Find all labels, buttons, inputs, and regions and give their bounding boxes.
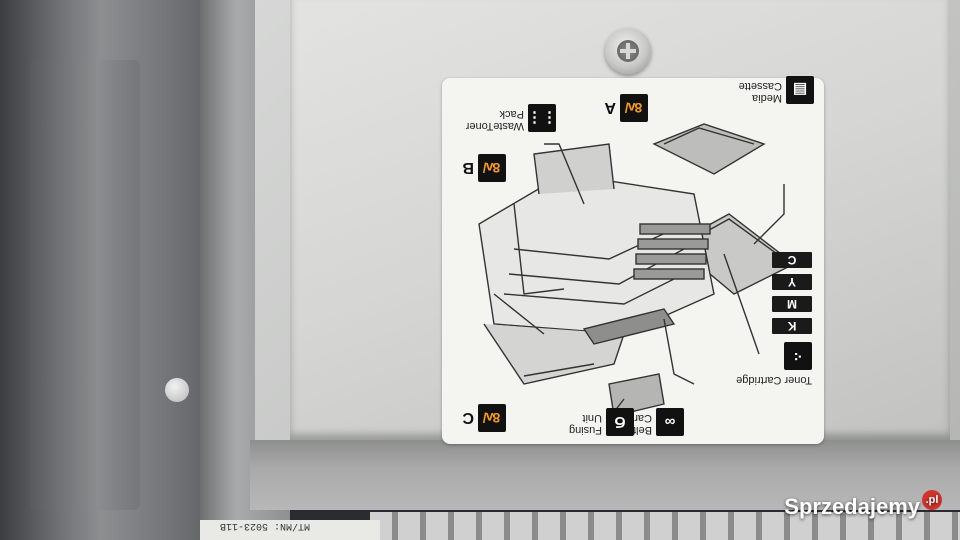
marker-a: A: [604, 99, 616, 116]
bottom-lip: [250, 440, 960, 510]
model-number-text: MT/MN: 5023-11B: [220, 520, 311, 531]
hot-surface-icon-a: 8ʌ/: [620, 94, 648, 122]
left-panel-recess: [30, 60, 140, 510]
watermark-dot: .pl: [922, 490, 942, 510]
service-label-content: ▤ Media Cassette 8ʌ/ A ⋮⋮ WasteToner Pac…: [442, 76, 824, 444]
vent-grille: [370, 512, 960, 540]
watermark-logo: Sprzedajemy.pl: [784, 490, 942, 520]
media-cassette-icon: ▤: [786, 76, 814, 104]
marker-b: B: [462, 159, 474, 176]
toner-cartridge-icon: ⁖: [784, 342, 812, 370]
toner-tag-k: K: [772, 318, 812, 334]
panel-knob: [165, 378, 189, 402]
waste-toner-icon: ⋮⋮: [527, 104, 557, 132]
printer-diagram: [478, 123, 796, 417]
toner-tag-y: Y: [772, 274, 812, 290]
service-label: ▤ Media Cassette 8ʌ/ A ⋮⋮ WasteToner Pac…: [442, 76, 824, 444]
toner-cartridge-caption: Toner Cartridge: [736, 374, 812, 386]
hot-surface-icon-c: 8ʌ/: [478, 404, 506, 432]
toner-tag-c: C: [772, 252, 812, 268]
hot-surface-icon-b: 8ʌ/: [478, 154, 506, 182]
waste-toner-caption: WasteToner Pack: [465, 108, 524, 132]
screw: [605, 28, 651, 74]
toner-tag-m: M: [772, 296, 812, 312]
watermark-text: Sprzedajemy: [784, 494, 920, 519]
model-number-strip: MT/MN: 5023-11B: [200, 520, 380, 540]
fusing-unit-icon: Ϭ: [606, 408, 634, 436]
media-cassette-caption: Media Cassette: [738, 80, 782, 104]
belt-cartridge-icon: ∞: [656, 408, 684, 436]
marker-c: C: [462, 409, 474, 426]
fusing-unit-caption: Fusing Unit: [568, 412, 602, 436]
